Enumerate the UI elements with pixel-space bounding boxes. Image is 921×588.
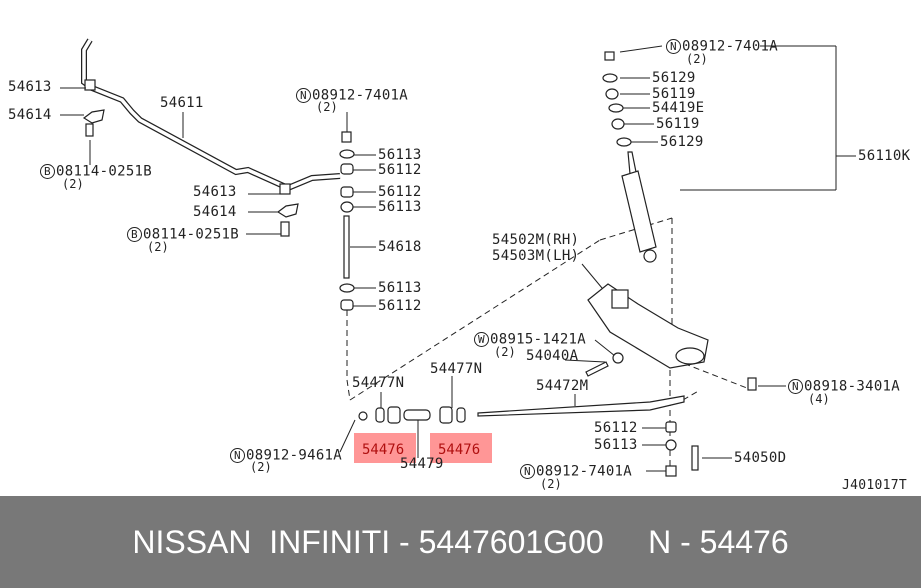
part-number: 08918-3401A: [804, 378, 901, 395]
label-56110k: 56110K: [858, 148, 911, 164]
diagram-code: J401017T: [842, 478, 908, 493]
quantity: (2): [494, 345, 516, 359]
quantity: (2): [540, 477, 562, 491]
label-54614: 54614: [193, 204, 237, 220]
n-circle-icon: N: [520, 464, 535, 479]
label-54502m-rh: 54502M(RH): [492, 232, 580, 248]
label-54614: 54614: [8, 107, 52, 123]
n-circle-icon: N: [666, 39, 681, 54]
label-54040a: 54040A: [526, 348, 579, 364]
label-56112: 56112: [378, 298, 422, 314]
label-56129: 56129: [660, 134, 704, 150]
part-number: 08912-7401A: [682, 38, 779, 55]
diagram-drawing: [60, 38, 856, 477]
quantity: (2): [316, 100, 338, 114]
part-number: 08912-7401A: [536, 463, 633, 480]
label-54477n: 54477N: [430, 361, 483, 377]
quantity: (2): [147, 240, 169, 254]
label-54613: 54613: [8, 79, 52, 95]
w-circle-icon: W: [474, 332, 489, 347]
label-56113: 56113: [378, 280, 422, 296]
part-number: 08912-9461A: [246, 447, 343, 464]
label-56119: 56119: [652, 86, 696, 102]
quantity: (2): [250, 460, 272, 474]
tension-rod: [358, 395, 699, 477]
quantity: (2): [686, 52, 708, 66]
label-54477n: 54477N: [352, 375, 405, 391]
footer-banner: NISSAN INFINITI - 5447601G00 N - 54476: [0, 496, 921, 588]
bushing-54613: [84, 79, 96, 91]
part-number: 08912-7401A: [312, 87, 409, 104]
label-54050d: 54050D: [734, 450, 787, 466]
label-56112: 56112: [378, 162, 422, 178]
part-number: 08915-1421A: [490, 331, 587, 348]
label-54419e: 54419E: [652, 100, 705, 116]
b-circle-icon: B: [127, 227, 142, 242]
label-56119: 56119: [656, 116, 700, 132]
label-54618: 54618: [378, 239, 422, 255]
quantity: (2): [62, 177, 84, 191]
n-circle-icon: N: [788, 379, 803, 394]
part-number: 08114-0251B: [56, 163, 153, 180]
n-circle-icon: N: [230, 448, 245, 463]
bushing-54613: [279, 183, 291, 195]
lower-control-arm: [585, 283, 757, 391]
label-54611: 54611: [160, 95, 204, 111]
label-54613: 54613: [193, 184, 237, 200]
highlight-54476: 54476: [354, 433, 416, 463]
b-circle-icon: B: [40, 164, 55, 179]
n-circle-icon: N: [296, 88, 311, 103]
label-54503m-lh: 54503M(LH): [492, 248, 580, 264]
highlighted-part-number: 54476: [438, 442, 481, 458]
label-56113: 56113: [594, 437, 638, 453]
label-56113: 56113: [378, 147, 422, 163]
highlight-54476: 54476: [430, 433, 492, 463]
label-54479: 54479: [400, 456, 444, 472]
label-56112: 56112: [378, 184, 422, 200]
stabilizer-link-parts: [82, 109, 355, 311]
label-54472m: 54472M: [536, 378, 589, 394]
label-56129: 56129: [652, 70, 696, 86]
leader-lines: [60, 45, 856, 472]
quantity: (4): [808, 392, 830, 406]
label-56112: 56112: [594, 420, 638, 436]
label-56113: 56113: [378, 199, 422, 215]
footer-part-text: NISSAN INFINITI - 5447601G00 N - 54476: [132, 523, 789, 560]
shock-absorber: [602, 51, 657, 263]
part-number: 08114-0251B: [143, 226, 240, 243]
highlighted-part-number: 54476: [362, 442, 405, 458]
